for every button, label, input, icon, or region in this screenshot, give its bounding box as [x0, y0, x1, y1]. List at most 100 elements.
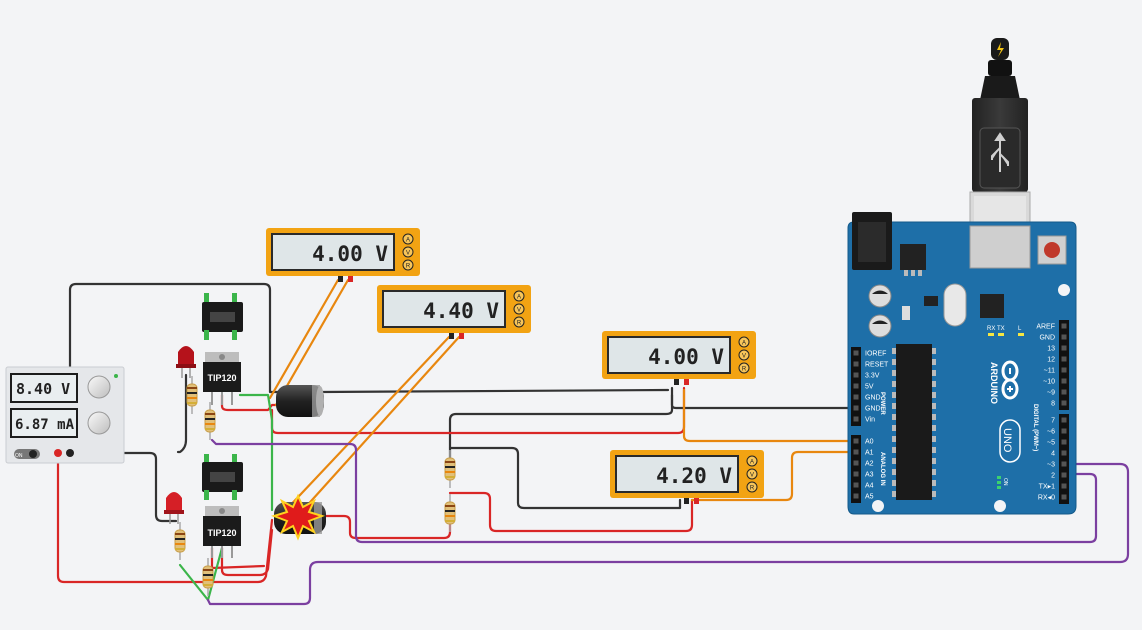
resistor[interactable] [444, 494, 456, 532]
probe-red-terminal[interactable] [694, 498, 699, 504]
terminal-positive[interactable] [54, 449, 62, 457]
wire-orange-meter1-a[interactable] [268, 278, 340, 400]
current-knob[interactable] [87, 411, 111, 435]
pin-7[interactable] [1061, 417, 1067, 423]
power-supply[interactable]: 8.40 V 6.87 mA ON [5, 366, 125, 464]
probe-red-terminal[interactable] [459, 333, 464, 339]
wire-green-transistor-emitters[interactable] [238, 393, 274, 512]
pin-11[interactable] [1061, 367, 1067, 373]
wire-purple-pin3-to-top-transistor[interactable] [206, 462, 1130, 606]
mode-a-button[interactable] [738, 336, 750, 348]
pin-a5[interactable] [853, 493, 859, 499]
pin-gnd[interactable] [853, 405, 859, 411]
pin-5[interactable] [1061, 439, 1067, 445]
pin-gnd[interactable] [1061, 334, 1067, 340]
pin-a1[interactable] [853, 449, 859, 455]
pin-8[interactable] [1061, 400, 1067, 406]
terminal-negative[interactable] [66, 449, 74, 457]
resistor[interactable] [202, 558, 214, 596]
pin-rx0[interactable] [1061, 494, 1067, 500]
probe-red-terminal[interactable] [684, 379, 689, 385]
mode-a-button[interactable] [746, 455, 758, 467]
mode-v-button[interactable] [513, 303, 525, 315]
pin-a4[interactable] [853, 482, 859, 488]
wire-orange-meter1-b[interactable] [274, 278, 350, 407]
pin-2[interactable] [1061, 472, 1067, 478]
pin-a2[interactable] [853, 460, 859, 466]
pin-gnd[interactable] [853, 394, 859, 400]
resistor[interactable] [204, 402, 216, 440]
pin-aref[interactable] [1061, 323, 1067, 329]
wire-black-supply-to-bottom[interactable] [68, 451, 178, 523]
mode-r-button[interactable] [513, 316, 525, 328]
wire-orange-meter4-to-A1[interactable] [690, 450, 864, 502]
mode-v-button[interactable] [402, 246, 414, 258]
pin-3[interactable] [1061, 461, 1067, 467]
pin-3.3v[interactable] [853, 372, 859, 378]
wire-orange-meter2-b[interactable] [292, 335, 461, 522]
pin-13[interactable] [1061, 345, 1067, 351]
pin-label: A1 [865, 450, 874, 457]
wire-black-supply-to-top-transistor[interactable] [68, 282, 282, 455]
mode-v-button[interactable] [746, 468, 758, 480]
bottom-capacitor-exploded[interactable] [270, 493, 326, 541]
mode-r-button[interactable] [746, 481, 758, 493]
wire-red-cap-to-meter3[interactable] [270, 386, 686, 435]
wire-green-bottom[interactable] [178, 546, 224, 602]
mode-r-button[interactable] [738, 362, 750, 374]
probe-red-terminal[interactable] [348, 276, 353, 282]
top-slide-switch[interactable] [202, 293, 243, 340]
pin-5v[interactable] [853, 383, 859, 389]
pin-ioref[interactable] [853, 350, 859, 356]
pin-tx1[interactable] [1061, 483, 1067, 489]
pin-a0[interactable] [853, 438, 859, 444]
wire-black-led1[interactable] [176, 373, 188, 454]
mode-v-button[interactable] [738, 349, 750, 361]
pin-10[interactable] [1061, 378, 1067, 384]
wire-red-divider-to-meter4[interactable] [448, 491, 694, 533]
pin-12[interactable] [1061, 356, 1067, 362]
probe-black-terminal[interactable] [684, 498, 689, 504]
probe-black-terminal[interactable] [674, 379, 679, 385]
wire-red-bottom-cap-to-divider[interactable] [323, 510, 452, 540]
pin-label: TX▸1 [1039, 484, 1055, 491]
arduino-uno-board[interactable]: RX TX L ARDUINO UNO ON POWER ANALOG IN D… [847, 212, 1077, 515]
wire-red-bottom-transistor[interactable] [220, 528, 274, 577]
pin-vin[interactable] [853, 416, 859, 422]
wire-red-supply-to-bottom[interactable] [56, 451, 274, 584]
probe-black-terminal[interactable] [338, 276, 343, 282]
pin-9[interactable] [1061, 389, 1067, 395]
wire-red-top-transistor-to-cap[interactable] [220, 393, 282, 412]
voltage-knob[interactable] [87, 375, 111, 399]
top-electrolytic-capacitor[interactable] [276, 385, 324, 417]
tx-led-label: TX [997, 326, 1005, 332]
resistor[interactable] [444, 450, 456, 488]
wire-orange-meter3-to-A0[interactable] [682, 388, 864, 443]
pin-4[interactable] [1061, 450, 1067, 456]
bottom-slide-switch[interactable] [202, 454, 243, 500]
wire-black-divider-to-meter4[interactable] [448, 446, 682, 510]
resistor[interactable] [186, 376, 198, 414]
wire-black-meter3-to-divider[interactable] [448, 393, 674, 462]
bottom-tip120-transistor[interactable]: TIP120 [203, 506, 241, 558]
resistor[interactable] [174, 522, 186, 560]
pin-a3[interactable] [853, 471, 859, 477]
pin-6[interactable] [1061, 428, 1067, 434]
top-red-led[interactable] [176, 346, 196, 378]
top-tip120-transistor[interactable]: TIP120 [203, 352, 241, 405]
mode-a-button[interactable] [402, 233, 414, 245]
pin-reset[interactable] [853, 361, 859, 367]
wire-black-meter3-to-gnd[interactable] [670, 386, 860, 410]
bottom-red-led[interactable] [164, 492, 184, 524]
mode-r-button[interactable] [402, 259, 414, 271]
wire-black-cap-to-gnd[interactable] [318, 388, 670, 394]
probe-black-terminal[interactable] [449, 333, 454, 339]
wire-orange-meter2-a[interactable] [282, 335, 451, 514]
wire-purple-pin2-to-bottom[interactable] [210, 438, 1098, 544]
mode-a-button[interactable] [513, 290, 525, 302]
